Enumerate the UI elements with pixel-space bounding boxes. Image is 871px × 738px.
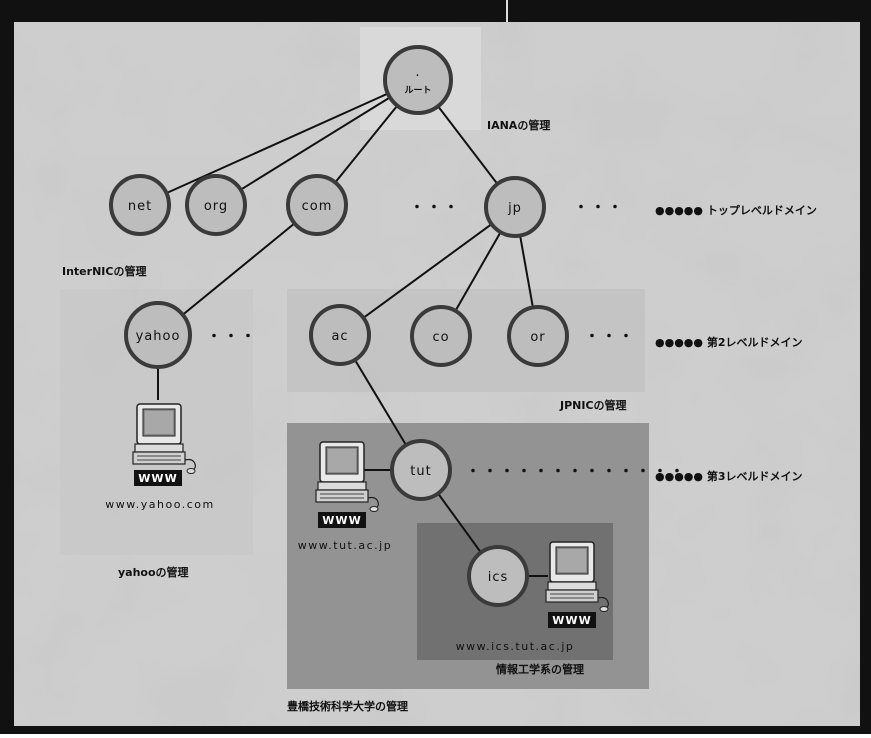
- frame-top: [0, 0, 871, 22]
- ellipsis-second: ・・・: [585, 329, 636, 345]
- label-co: co: [432, 330, 449, 345]
- label-org: org: [204, 199, 228, 214]
- label-com: com: [302, 199, 333, 214]
- frame-notch: [506, 0, 508, 22]
- admin-label-ics: 情報工学系の管理: [496, 662, 584, 676]
- node-ac: [309, 304, 371, 366]
- node-org: [185, 174, 247, 236]
- ellipsis-top-right: ・・・: [574, 200, 625, 216]
- node-root: [383, 45, 453, 115]
- node-jp: [484, 176, 546, 238]
- admin-label-tut: 豊橋技術科学大学の管理: [287, 699, 408, 713]
- ellipsis-top: ・・・: [410, 200, 461, 216]
- edge-com-yahoo: [157, 204, 318, 336]
- url-yahoo: www.yahoo.com: [105, 498, 214, 511]
- url-ics: www.ics.tut.ac.jp: [456, 640, 575, 653]
- node-tut: [390, 439, 452, 501]
- node-ics: [467, 545, 529, 607]
- root-dot: .: [415, 65, 420, 80]
- admin-label-yahoo: yahooの管理: [118, 565, 189, 579]
- edge-jp-ac: [339, 206, 516, 336]
- node-yahoo: [124, 301, 192, 369]
- www-badge-ics: [548, 612, 596, 628]
- frame-right: [860, 0, 871, 734]
- node-net: [109, 174, 171, 236]
- tier-third-level: ●●●●● 第3レベルドメイン: [655, 469, 802, 483]
- label-net: net: [128, 199, 152, 214]
- tier-second-level: ●●●●● 第2レベルドメイン: [655, 335, 802, 349]
- label-or: or: [530, 330, 545, 345]
- www-label-yahoo: WWW: [138, 472, 177, 485]
- label-ics: ics: [488, 570, 509, 585]
- node-com: [286, 174, 348, 236]
- root-label: ルート: [404, 85, 431, 96]
- edge-root-org: [215, 79, 419, 206]
- label-yahoo: yahoo: [136, 329, 181, 344]
- label-ac: ac: [331, 329, 348, 344]
- admin-label-jpnic: JPNICの管理: [559, 398, 627, 412]
- www-label-tut: WWW: [322, 514, 361, 527]
- frame-bottom: [0, 726, 871, 734]
- label-jp: jp: [507, 201, 522, 216]
- node-co: [410, 305, 472, 367]
- www-badge-yahoo: [134, 470, 182, 486]
- frame-left: [0, 0, 14, 734]
- ellipsis-yahoo: ・・・: [207, 329, 258, 345]
- ellipsis-third: ・・・・・・・・・・・・・: [466, 464, 687, 480]
- node-or: [507, 305, 569, 367]
- label-tut: tut: [410, 464, 431, 479]
- edge-root-net: [139, 79, 419, 206]
- www-label-ics: WWW: [552, 614, 591, 627]
- tier-top-level: ●●●●● トップレベルドメイン: [655, 203, 817, 217]
- admin-label-internic: InterNICの管理: [62, 264, 146, 278]
- www-badge-tut: [318, 512, 366, 528]
- url-tut: www.tut.ac.jp: [298, 539, 392, 552]
- admin-label-iana: IANAの管理: [487, 118, 550, 132]
